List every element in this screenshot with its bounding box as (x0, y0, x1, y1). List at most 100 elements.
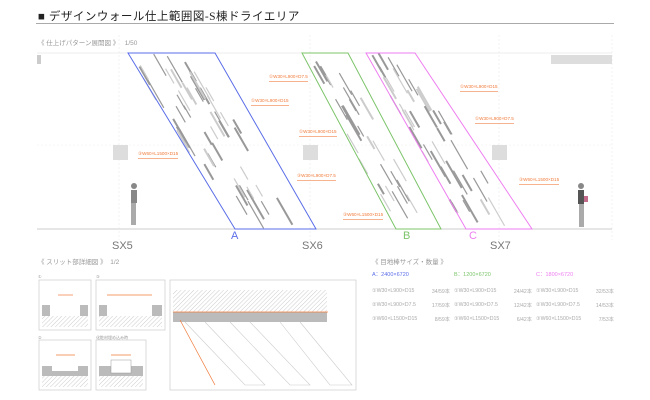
slit-mark (193, 71, 211, 100)
slit-mark (325, 74, 334, 88)
slit-mark (429, 150, 447, 178)
slit-mark (276, 197, 294, 226)
wall-block (37, 55, 41, 64)
zone-a-outline (127, 52, 317, 230)
slit-mark (479, 198, 491, 216)
callout: ①W30×L900×D7.5 (269, 74, 308, 82)
slit-mark (404, 109, 416, 128)
slit-mark (211, 142, 224, 161)
slit-mark (392, 68, 408, 94)
slit-mark (153, 53, 167, 76)
slit-mark (391, 191, 409, 219)
axis-label-sx7: SX7 (490, 240, 511, 252)
quantities-heading: 《 目地棒サイズ・数量 》 (372, 259, 447, 266)
slit-mark (450, 139, 469, 170)
slit-mark (177, 90, 191, 111)
detail-heading: 《 スリット部詳細図 》 1/2 (38, 259, 120, 266)
slit-mark (214, 111, 230, 138)
slit-mark (406, 89, 415, 103)
slit-mark (313, 65, 326, 85)
slit-mark (384, 185, 395, 202)
slit-mark (396, 185, 408, 204)
slit-mark (415, 88, 431, 112)
slit-mark (335, 98, 348, 120)
slit-mark (194, 87, 204, 102)
detail-label: ② (38, 335, 42, 340)
slit-mark (461, 174, 473, 192)
slit-mark (260, 200, 270, 215)
detail-label: 化粧材埋め込み時 (96, 335, 128, 340)
axis-label-sx6: SX6 (302, 240, 323, 252)
slit-mark (166, 55, 183, 83)
slit-mark (432, 109, 442, 125)
slit-mark (246, 189, 265, 220)
column-mark (303, 145, 318, 160)
person-figure-right (578, 183, 588, 227)
slit-mark (382, 76, 397, 100)
slit-mark (172, 118, 191, 149)
slit-mark (408, 78, 419, 96)
slit-mark (246, 186, 255, 200)
slit-mark (175, 105, 186, 123)
slit-mark (255, 184, 263, 197)
slit-mark (139, 65, 149, 80)
slit-mark (408, 126, 423, 149)
slit-mark (239, 166, 249, 180)
slit-mark (233, 178, 246, 198)
slit-mark (398, 103, 414, 128)
slit-mark (377, 52, 389, 71)
slit-mark (371, 54, 383, 73)
slit-mark (431, 141, 446, 165)
slit-mark (366, 135, 376, 150)
slit-mark (423, 105, 438, 129)
slit-mark (443, 121, 452, 135)
slit-mark (380, 193, 391, 212)
callout: ①W30×L900×D15 (460, 84, 498, 92)
column-mark (492, 145, 507, 160)
slit-mark (396, 179, 410, 202)
callout: ③W60×L1500×D15 (343, 212, 384, 220)
slit-mark (338, 72, 353, 96)
slit-mark (176, 94, 187, 110)
person-figure-left (131, 183, 137, 225)
slit-mark (205, 87, 215, 102)
slit-mark (176, 129, 189, 149)
slit-mark (372, 140, 385, 161)
slit-mark (165, 68, 175, 84)
column-mark (113, 145, 128, 160)
slit-mark (235, 195, 248, 216)
title-divider (36, 23, 614, 24)
zone-label-b: B (403, 230, 411, 242)
slit-mark (377, 183, 385, 195)
slit-mark (385, 77, 395, 92)
slit-mark (209, 111, 226, 137)
slit-mark (315, 60, 329, 82)
page-title: ■ デザインウォール仕上範囲図-S棟ドライエリア (38, 11, 300, 23)
slit-mark (436, 127, 446, 142)
slit-mark (390, 170, 401, 188)
slit-mark (138, 65, 151, 86)
slit-mark (409, 110, 421, 128)
slit-mark (357, 125, 365, 137)
slit-mark (219, 111, 229, 127)
callout: ①W30×L900×D7.5 (475, 116, 514, 124)
slit-mark (359, 97, 375, 121)
slit-mark (416, 86, 433, 111)
callout: ③W60×L1500×D15 (138, 151, 179, 159)
slit-mark (346, 133, 359, 154)
callout: ③W60×L1500×D15 (519, 177, 560, 185)
slit-mark (235, 185, 249, 207)
slit-mark (445, 160, 463, 189)
slit-mark (185, 87, 198, 106)
detail-label: ① (38, 274, 42, 279)
slit-mark (437, 110, 453, 135)
